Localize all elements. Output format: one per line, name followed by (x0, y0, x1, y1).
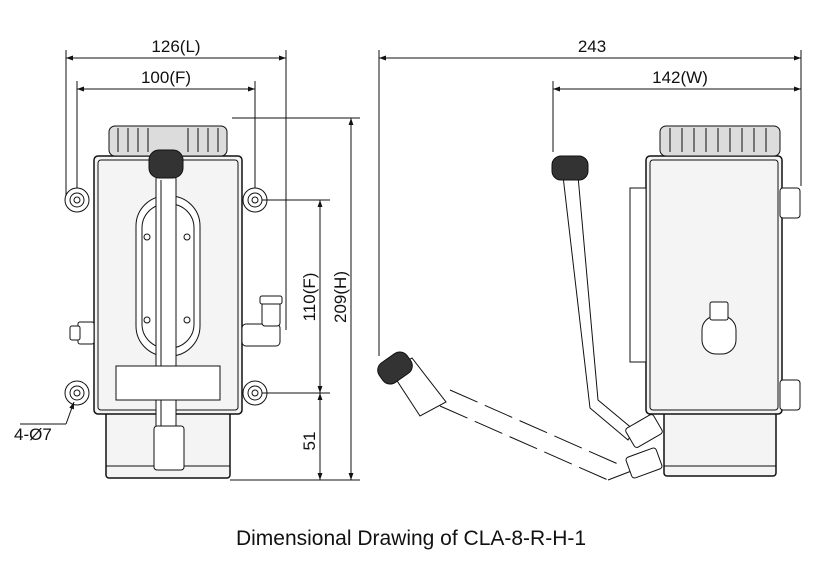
dim-flange-height: 110(F) (300, 273, 319, 322)
leader-mounting-holes (65, 401, 75, 425)
side-tab-bottom (779, 379, 801, 411)
dim-body-width: 142(W) (652, 68, 708, 87)
mounting-ear-top-left (64, 187, 90, 213)
dim-mounting-holes: 4-Ø7 (14, 425, 52, 444)
dim-overall-height: 209(H) (331, 271, 350, 323)
front-view (64, 125, 283, 479)
side-view (377, 125, 801, 481)
lever-upright (551, 155, 663, 448)
dim-overall-depth: 243 (578, 37, 606, 56)
front-dimensions: 126(L) 100(F) 110(F) 209(H) 51 4-Ø7 (14, 37, 360, 481)
outlet-fitting-left (69, 321, 95, 345)
dim-base-height: 51 (300, 432, 319, 451)
top-cap (108, 125, 228, 157)
lever-lowered (377, 351, 663, 481)
side-fitting (701, 301, 737, 355)
rear-plate (629, 187, 647, 363)
side-dimensions: 243 142(W) (378, 37, 802, 356)
dim-flange-width: 100(F) (141, 68, 191, 87)
side-tab-top (779, 187, 801, 219)
side-housing (645, 155, 783, 415)
outlet-elbow-right (241, 295, 283, 347)
dim-overall-length: 126(L) (151, 37, 200, 56)
side-top-cap (659, 125, 781, 157)
drawing-caption: Dimensional Drawing of CLA-8-R-H-1 (236, 527, 586, 550)
label-plate (115, 365, 221, 401)
mounting-ear-bottom-left (64, 380, 90, 406)
